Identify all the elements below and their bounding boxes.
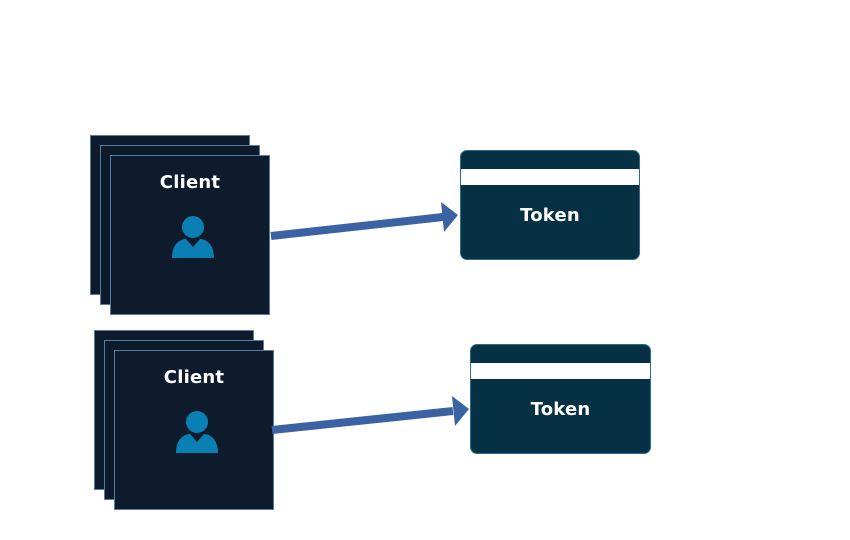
user-icon xyxy=(172,216,214,258)
client-card: Client xyxy=(114,350,274,510)
client-stack-2: Client xyxy=(94,330,274,510)
token-label: Token xyxy=(520,205,580,226)
client-stack-1: Client xyxy=(90,135,270,315)
token-label: Token xyxy=(530,399,591,420)
token-stripe xyxy=(471,363,650,379)
arrow-right-icon xyxy=(271,396,469,434)
token-card-2: Token xyxy=(470,344,651,454)
client-label: Client xyxy=(163,367,225,388)
client-label: Client xyxy=(159,172,221,193)
arrow-right-icon xyxy=(270,202,458,240)
token-card-1: Token xyxy=(460,150,640,260)
token-stripe xyxy=(461,169,639,185)
user-icon xyxy=(176,411,218,453)
client-card: Client xyxy=(110,155,270,315)
